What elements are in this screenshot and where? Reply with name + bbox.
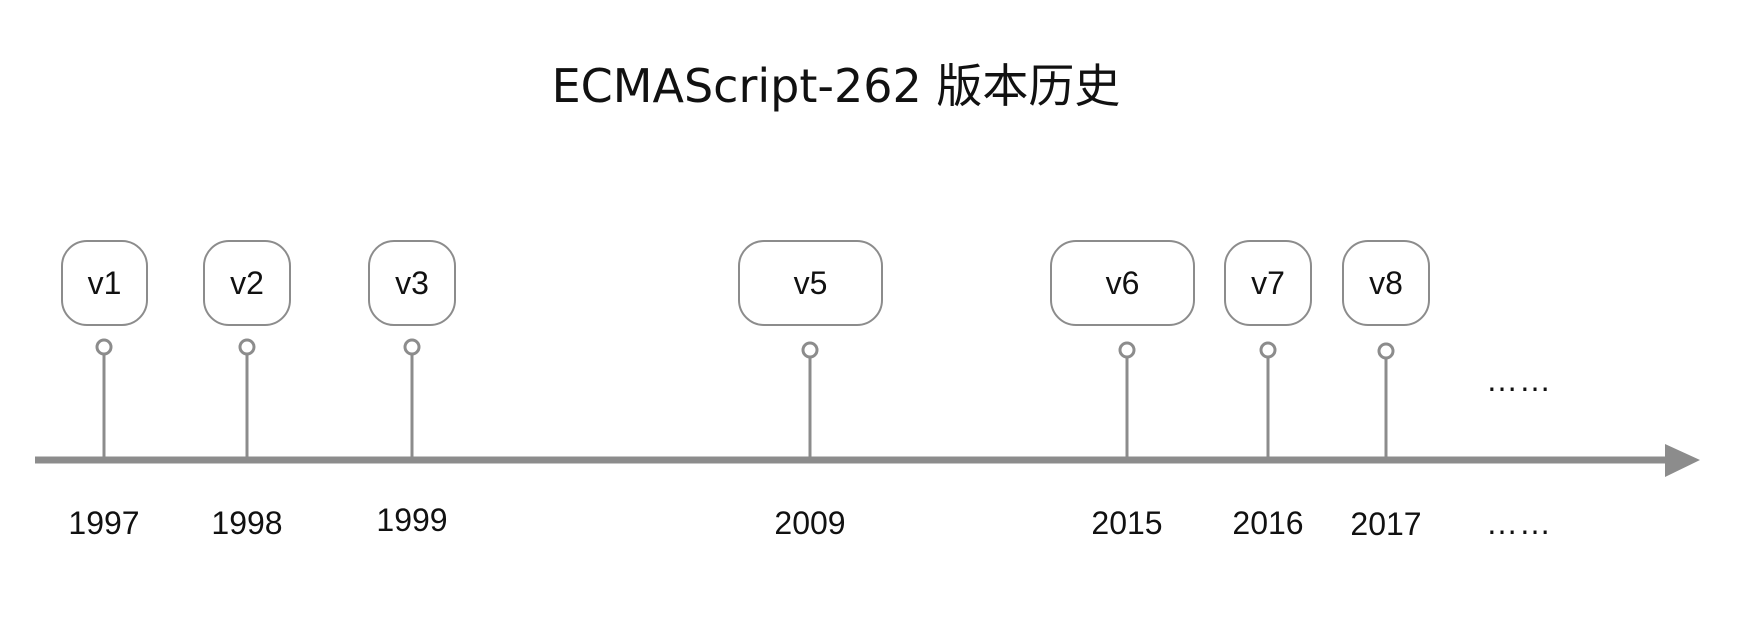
continuation-ellipsis-top: …… (1486, 362, 1552, 398)
milestone-connector (1259, 341, 1277, 460)
diagram-title: ECMAScript-262 版本历史 (551, 59, 1121, 113)
timeline-arrowhead (1665, 444, 1700, 477)
version-box-v2: v2 (203, 240, 291, 326)
year-label-2015: 2015 (1091, 505, 1163, 541)
milestone-connector (1118, 341, 1136, 460)
continuation-ellipsis-bottom: …… (1486, 505, 1552, 541)
year-label-2016: 2016 (1232, 505, 1304, 541)
milestone-connector (238, 338, 256, 460)
milestone-connector (403, 338, 421, 460)
version-box-v8: v8 (1342, 240, 1430, 326)
year-label-2017: 2017 (1350, 506, 1422, 542)
year-label-1999: 1999 (376, 502, 448, 538)
milestone-connector (1377, 342, 1395, 460)
version-box-v3: v3 (368, 240, 456, 326)
milestone-connector (95, 338, 113, 460)
version-box-v5: v5 (738, 240, 883, 326)
year-label-1998: 1998 (211, 505, 283, 541)
year-label-1997: 1997 (68, 505, 140, 541)
milestone-connector (801, 341, 819, 460)
version-box-v6: v6 (1050, 240, 1195, 326)
version-box-v1: v1 (61, 240, 148, 326)
year-label-2009: 2009 (774, 505, 846, 541)
version-box-v7: v7 (1224, 240, 1312, 326)
